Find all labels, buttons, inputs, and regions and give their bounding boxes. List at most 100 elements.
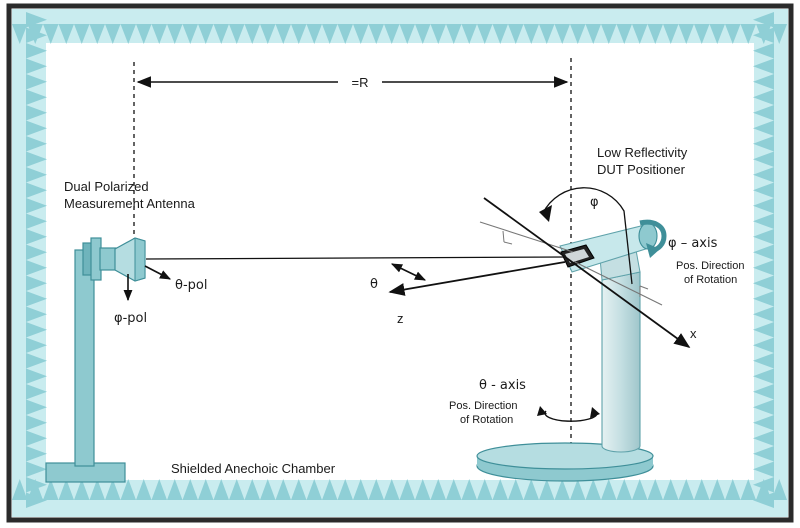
absorber-spikes-bottom — [12, 479, 787, 500]
absorber-spike — [601, 24, 617, 44]
absorber-spike — [753, 430, 774, 446]
absorber-spike — [26, 27, 47, 43]
absorber-spike — [26, 477, 47, 493]
absorber-spike — [585, 479, 601, 500]
antenna-feed — [99, 247, 117, 271]
z-axis-label: z — [397, 311, 404, 326]
absorber-spike — [26, 260, 47, 276]
absorber-spike — [508, 24, 524, 44]
absorber-spike — [663, 24, 679, 44]
absorber-spike — [492, 479, 508, 500]
absorber-spike — [461, 479, 477, 500]
absorber-spike — [291, 24, 307, 44]
absorber-spike — [151, 24, 167, 44]
absorber-spike — [539, 479, 555, 500]
antenna-horn-aperture — [134, 237, 146, 282]
absorber-spike — [322, 24, 338, 44]
absorber-spike — [368, 479, 384, 500]
x-axis-label: x — [690, 326, 697, 341]
absorber-spike — [725, 24, 741, 44]
absorber-spike — [167, 24, 183, 44]
absorber-spike — [89, 24, 105, 44]
z-axis-line — [388, 261, 566, 296]
theta-rotation-line-2: of Rotation — [460, 414, 513, 426]
dut-device-face — [565, 249, 589, 263]
absorber-spike — [12, 479, 28, 500]
absorber-spike — [446, 479, 462, 500]
absorber-spike — [353, 479, 369, 500]
dut-plane-lower — [574, 261, 663, 306]
absorber-spike — [399, 479, 415, 500]
absorber-spike — [508, 479, 524, 500]
absorber-spike — [415, 479, 431, 500]
absorber-spike — [477, 479, 493, 500]
absorber-spike — [694, 479, 710, 500]
absorber-spike — [229, 479, 245, 500]
absorber-spike — [26, 446, 47, 462]
absorber-spike — [306, 24, 322, 44]
absorber-spike — [399, 24, 415, 44]
absorber-spike — [753, 384, 774, 400]
absorber-spike — [26, 43, 47, 59]
absorber-spike — [26, 461, 47, 477]
absorber-spike — [26, 182, 47, 198]
chamber-interior — [48, 46, 752, 478]
absorber-spike — [616, 24, 632, 44]
absorber-spike — [26, 291, 47, 307]
absorber-spike — [26, 492, 47, 508]
absorber-spike — [523, 24, 539, 44]
absorber-spike — [26, 275, 47, 291]
absorber-spike — [415, 24, 431, 44]
absorber-spike — [725, 479, 741, 500]
theta-rotation-label: Pos. Direction of Rotation — [449, 400, 521, 426]
absorber-spike — [771, 479, 787, 500]
absorber-spike — [43, 479, 59, 500]
absorber-spike — [151, 479, 167, 500]
absorber-spike — [753, 74, 774, 90]
absorber-spike — [26, 399, 47, 415]
dut-plane-upper — [479, 221, 574, 253]
absorber-spike — [753, 275, 774, 291]
absorber-spike — [753, 306, 774, 322]
absorber-spike — [58, 24, 74, 44]
absorber-spike — [753, 136, 774, 152]
positioner-label: Low Reflectivity DUT Positioner — [597, 145, 691, 177]
absorber-spike — [753, 477, 774, 493]
absorber-spike — [26, 384, 47, 400]
absorber-spikes-right — [753, 12, 774, 508]
dut-plane-upper-tick — [502, 230, 505, 243]
absorber-spike — [756, 479, 772, 500]
absorber-spike — [492, 24, 508, 44]
absorber-spike — [26, 430, 47, 446]
absorber-spike — [753, 291, 774, 307]
dut-plane-lower-tick-2 — [639, 285, 649, 290]
absorber-spike — [198, 479, 214, 500]
absorber-spike — [477, 24, 493, 44]
absorber-spike — [570, 24, 586, 44]
absorber-spike — [523, 479, 539, 500]
absorber-spike — [678, 479, 694, 500]
antenna-label-line-2: Measurement Antenna — [64, 196, 196, 211]
absorber-spike — [105, 24, 121, 44]
absorber-spike — [26, 167, 47, 183]
absorber-spike — [753, 399, 774, 415]
absorber-spike — [26, 151, 47, 167]
absorber-spike — [353, 24, 369, 44]
absorber-spike — [275, 479, 291, 500]
absorber-spike — [663, 479, 679, 500]
absorber-spike — [337, 24, 353, 44]
absorber-spike — [461, 24, 477, 44]
absorber-spike — [337, 479, 353, 500]
absorber-spike — [136, 479, 152, 500]
absorber-spike — [632, 24, 648, 44]
theta-label: θ — [370, 277, 378, 292]
absorber-spike — [753, 151, 774, 167]
absorber-spike — [753, 244, 774, 260]
theta-pol-label: θ-pol — [175, 278, 207, 293]
absorber-spike — [322, 479, 338, 500]
phi-axis-label: φ – axis — [668, 236, 718, 251]
absorber-spike — [74, 479, 90, 500]
absorber-spike — [740, 24, 756, 44]
absorber-spike — [43, 24, 59, 44]
